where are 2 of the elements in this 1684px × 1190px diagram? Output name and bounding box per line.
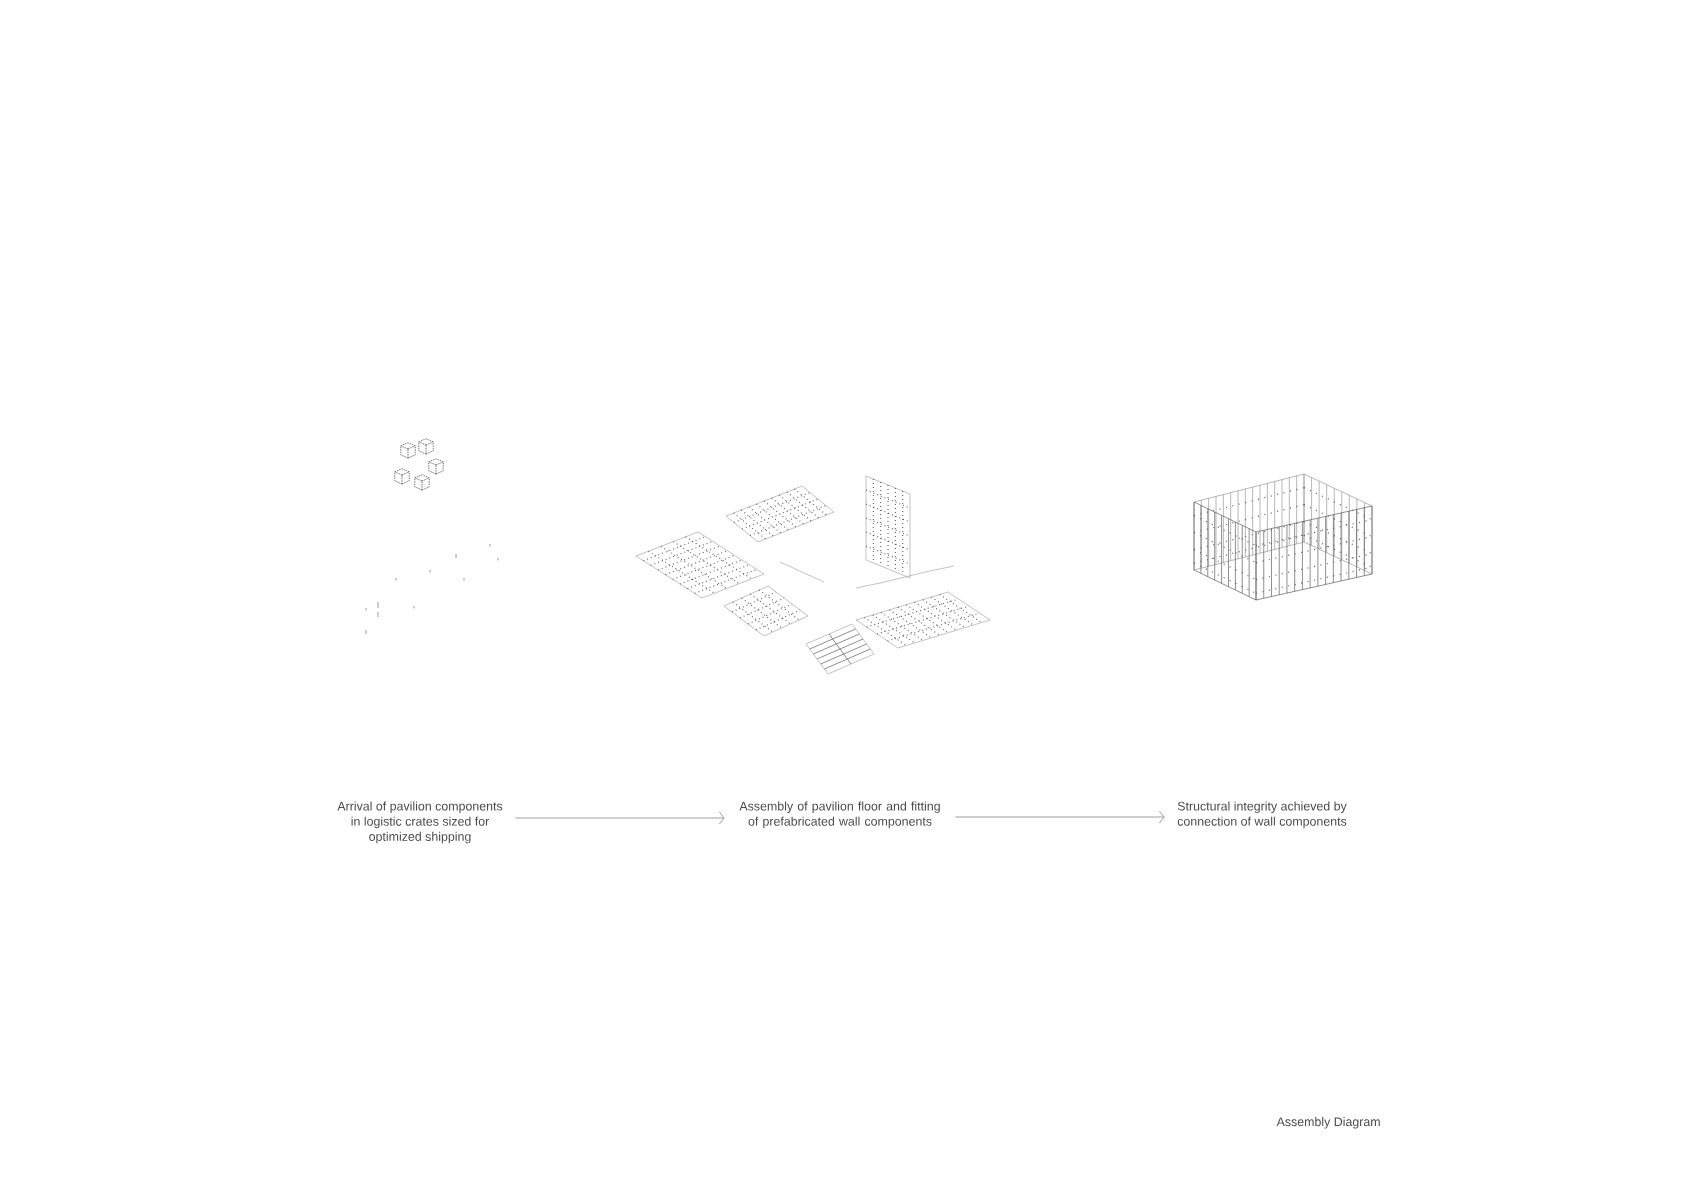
arrow	[955, 810, 1165, 824]
arrow	[515, 811, 725, 825]
